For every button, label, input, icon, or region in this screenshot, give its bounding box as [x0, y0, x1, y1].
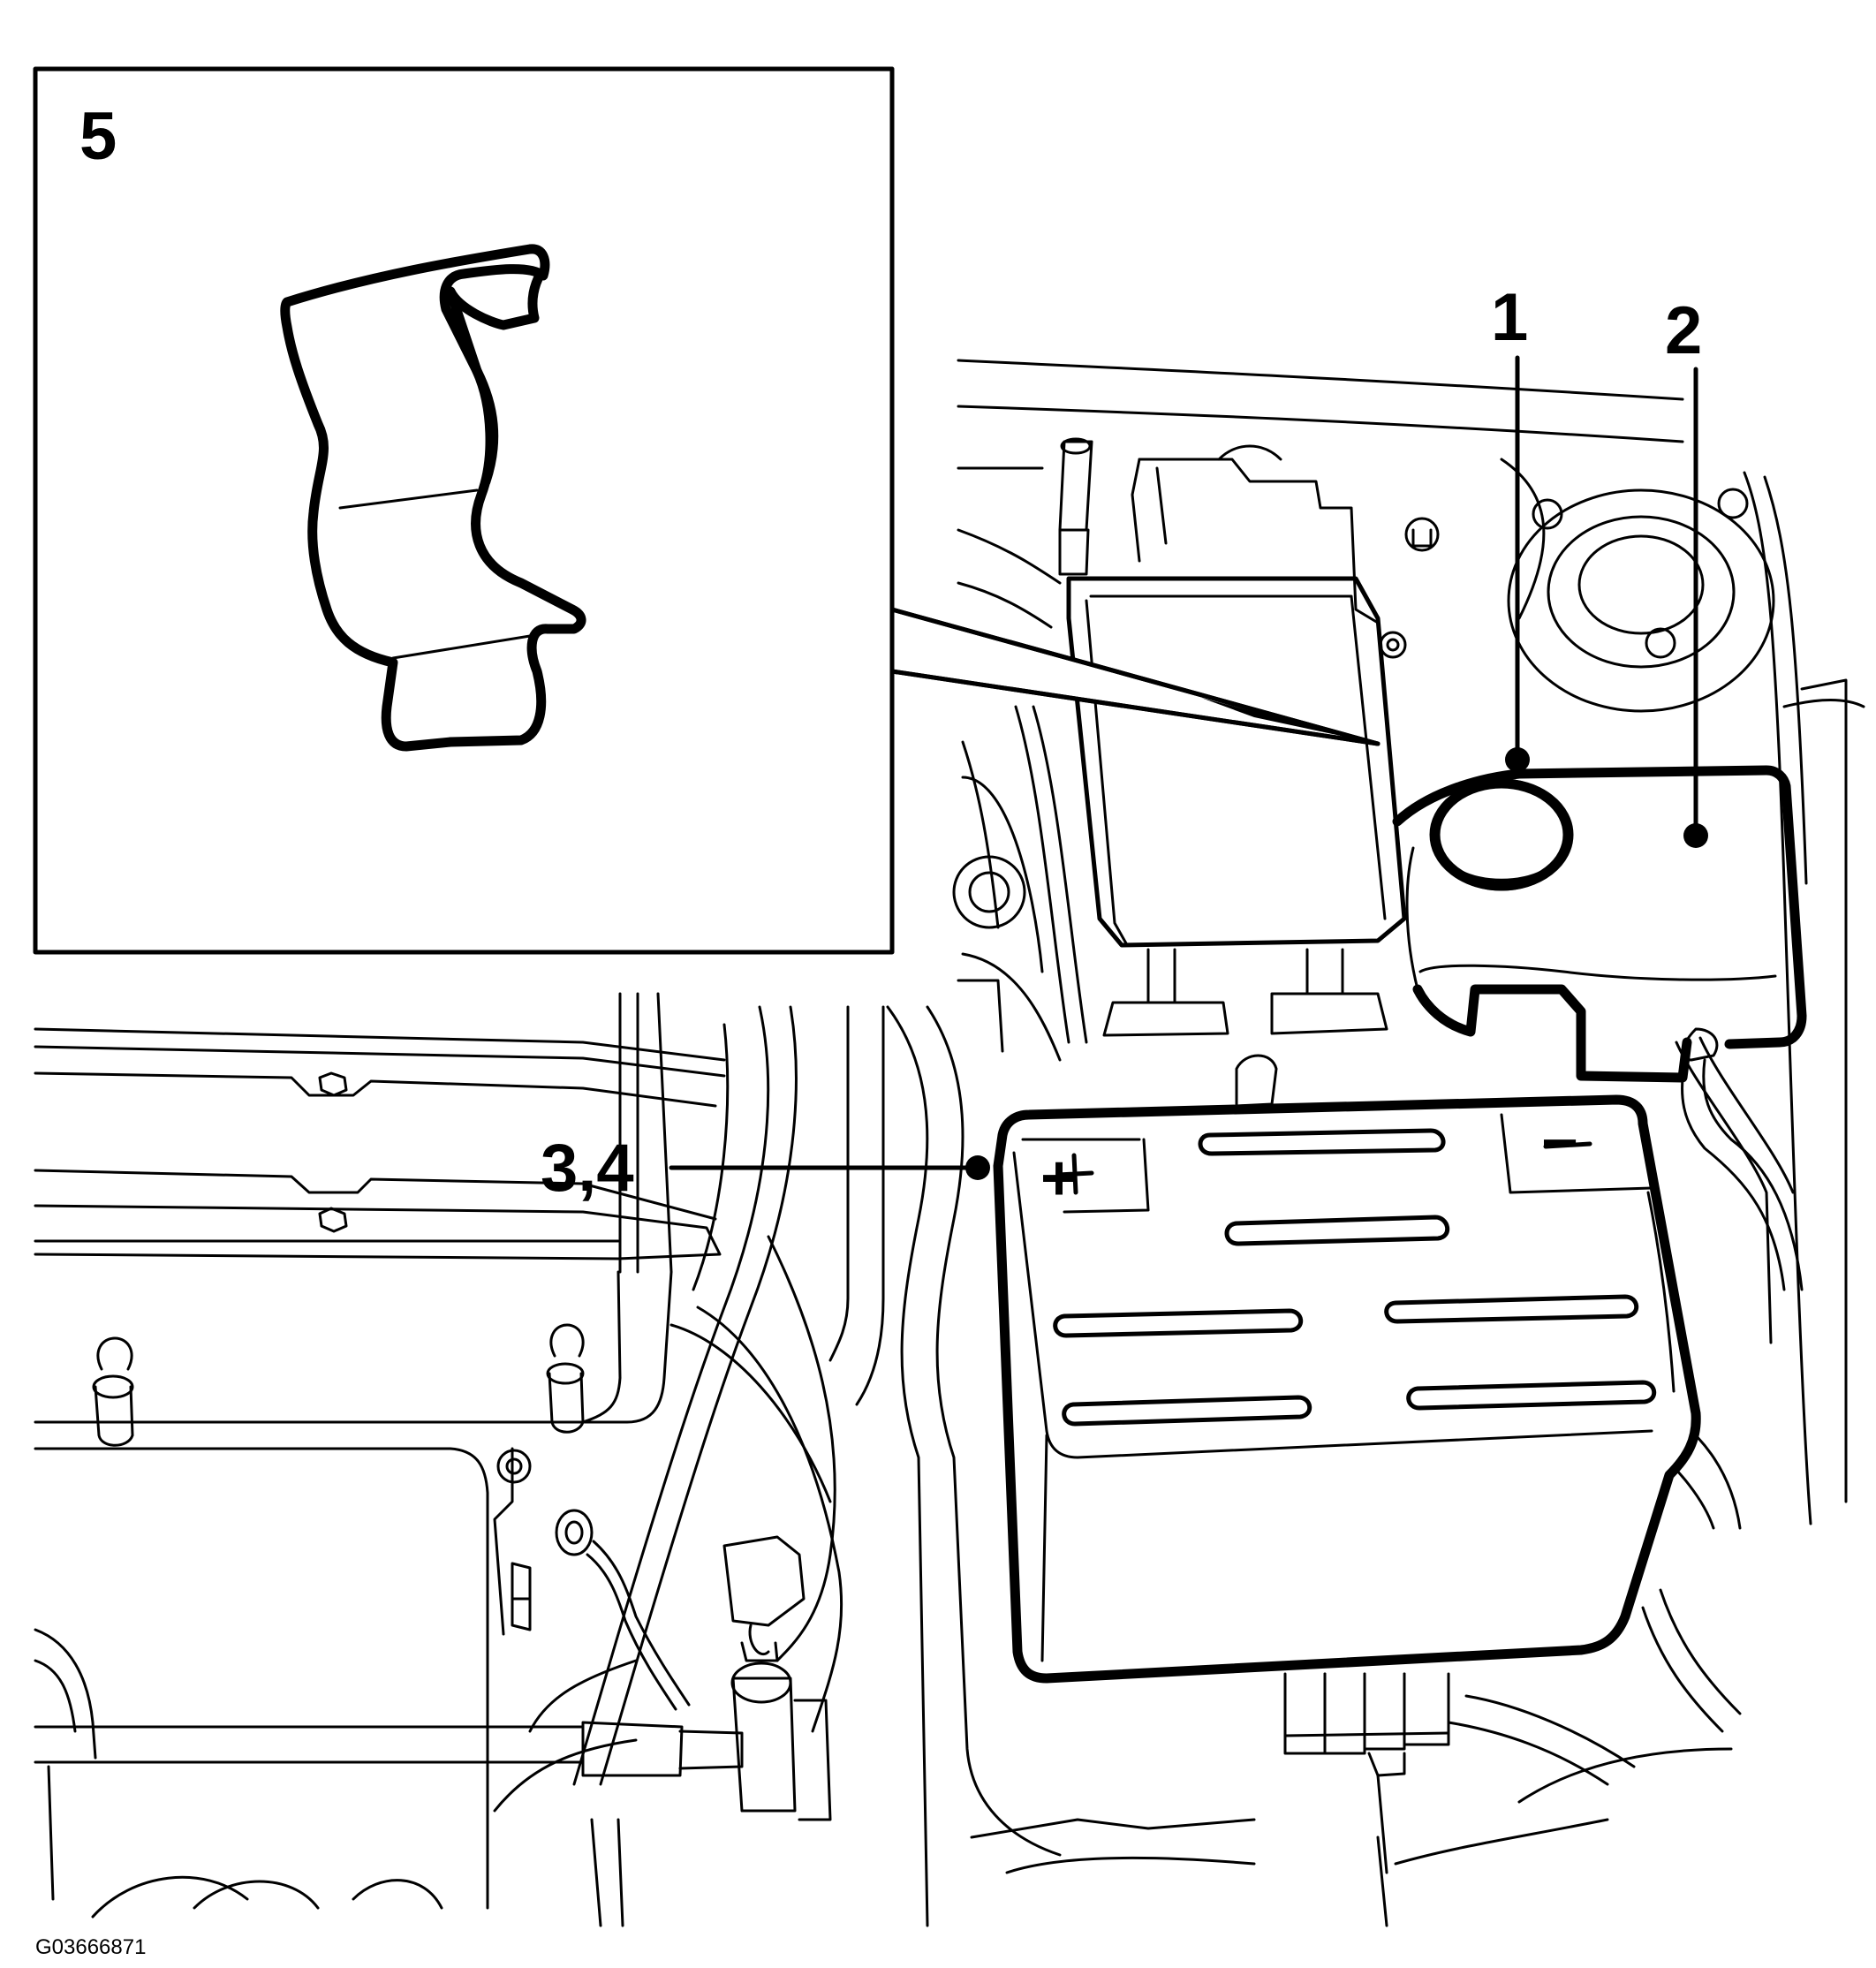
callout-1-label: 1	[1491, 280, 1528, 355]
figure-id: G03666871	[35, 1935, 146, 1959]
callout-2-label: 2	[1665, 293, 1702, 368]
battery: + −	[993, 1094, 1701, 1684]
battery-plus-symbol: +	[1040, 1143, 1078, 1214]
inset-panel: 5	[33, 66, 1381, 955]
expansion-tank	[1392, 765, 1807, 1291]
engine-bay-background	[952, 359, 1865, 1530]
retaining-clip-icon	[280, 244, 586, 752]
battery-minus-symbol: −	[1541, 1108, 1578, 1178]
callout-1-dot	[1505, 747, 1530, 772]
inset-label: 5	[79, 99, 117, 174]
callout-2-dot	[1683, 823, 1708, 848]
callout-3-4-label: 3,4	[541, 1131, 634, 1206]
callout-3-4-dot	[965, 1155, 990, 1180]
engine-left-area	[34, 992, 1742, 1927]
callouts: 1 2 3,4	[541, 280, 1708, 1206]
